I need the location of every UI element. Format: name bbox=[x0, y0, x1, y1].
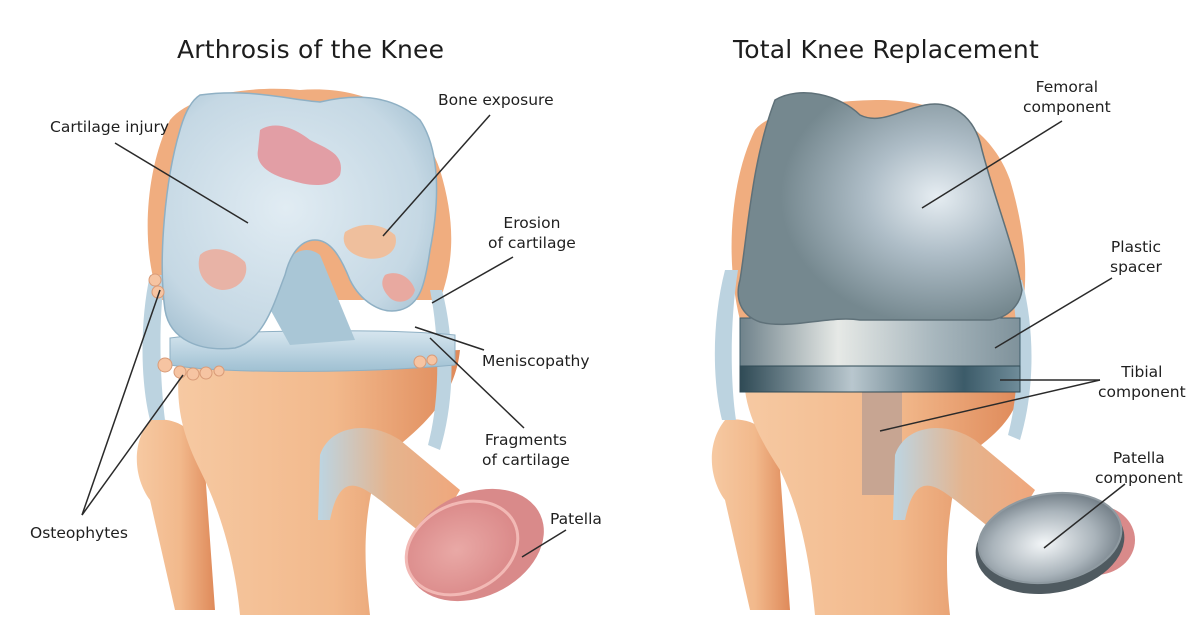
label-line: of cartilage bbox=[488, 234, 576, 252]
label-line: Plastic bbox=[1110, 238, 1161, 256]
label-erosion-of-cartilage: Erosion of cartilage bbox=[488, 213, 576, 253]
label-line: component bbox=[1098, 383, 1186, 401]
label-line: Patella bbox=[550, 510, 602, 528]
label-line: Fragments bbox=[484, 431, 567, 449]
label-plastic-spacer: Plastic spacer bbox=[1110, 237, 1162, 277]
label-line: Bone exposure bbox=[438, 91, 554, 109]
label-line: Cartilage injury bbox=[50, 118, 169, 136]
label-patella-component: Patella component bbox=[1095, 448, 1183, 488]
label-line: Osteophytes bbox=[30, 524, 128, 542]
label-line: component bbox=[1095, 469, 1183, 487]
label-femoral-component: Femoral component bbox=[1023, 77, 1111, 117]
label-line: Femoral bbox=[1035, 78, 1099, 96]
replaced-knee bbox=[711, 92, 1135, 615]
label-patella: Patella bbox=[550, 509, 602, 529]
label-line: Erosion bbox=[503, 214, 561, 232]
leader-lines bbox=[81, 114, 1126, 558]
label-meniscopathy: Meniscopathy bbox=[482, 351, 590, 371]
label-line: Meniscopathy bbox=[482, 352, 590, 370]
label-line: component bbox=[1023, 98, 1111, 116]
label-line: of cartilage bbox=[482, 451, 570, 469]
label-bone-exposure: Bone exposure bbox=[438, 90, 554, 110]
label-line: spacer bbox=[1110, 258, 1162, 276]
panel-title-replacement: Total Knee Replacement bbox=[733, 35, 1039, 64]
label-fragments-of-cartilage: Fragments of cartilage bbox=[482, 430, 570, 470]
label-tibial-component: Tibial component bbox=[1098, 362, 1186, 402]
label-cartilage-injury: Cartilage injury bbox=[50, 117, 169, 137]
label-osteophytes: Osteophytes bbox=[30, 523, 128, 543]
arthritic-knee bbox=[136, 88, 544, 615]
label-line: Patella bbox=[1112, 449, 1165, 467]
panel-title-arthrosis: Arthrosis of the Knee bbox=[177, 35, 445, 64]
label-line: Tibial bbox=[1121, 363, 1163, 381]
